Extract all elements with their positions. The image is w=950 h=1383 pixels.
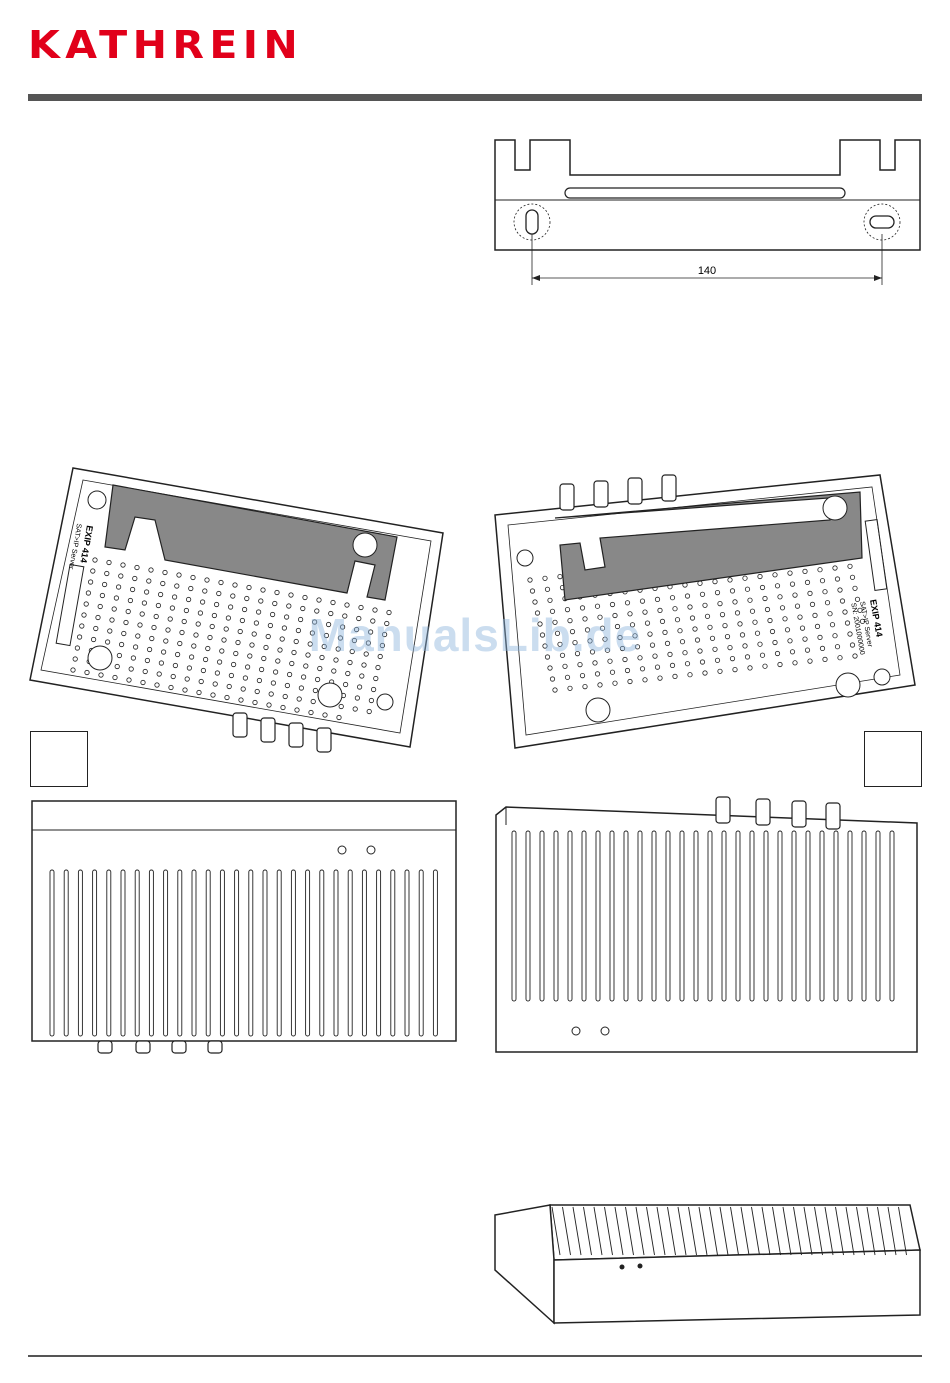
header-rule bbox=[28, 94, 922, 101]
device-top-perspective-drawing bbox=[490, 1195, 925, 1335]
device-front-view-right bbox=[492, 795, 922, 1057]
kathrein-logo: KATHREIN bbox=[28, 26, 303, 64]
footer-rule bbox=[28, 1355, 922, 1357]
watermark: ManualsLib.de bbox=[0, 608, 950, 662]
mounting-bracket-drawing: 140 bbox=[490, 130, 925, 290]
device-front-view-left bbox=[28, 798, 460, 1060]
figure-box-right bbox=[864, 731, 922, 787]
dimension-label: 140 bbox=[698, 265, 716, 277]
figure-box-left bbox=[30, 731, 88, 787]
